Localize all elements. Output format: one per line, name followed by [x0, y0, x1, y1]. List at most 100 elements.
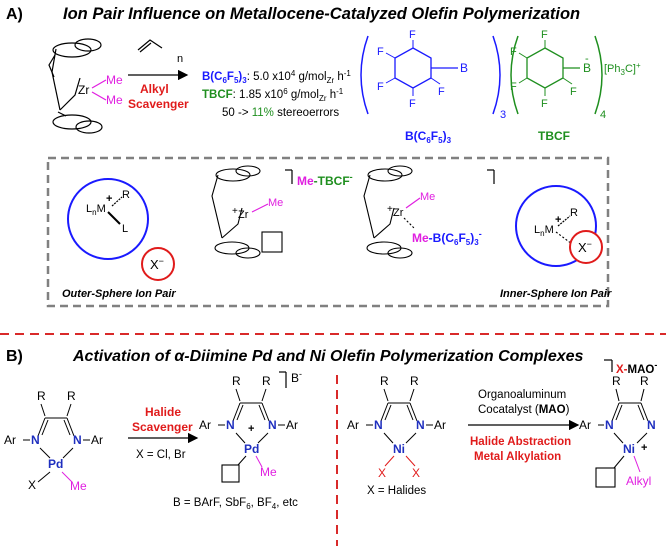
svg-text:F: F	[377, 46, 384, 58]
trityl-cation: [Ph3C]+	[604, 61, 641, 77]
svg-text:F: F	[409, 98, 416, 110]
svg-text:X: X	[412, 466, 420, 480]
outer-sphere-label: Outer-Sphere Ion Pair	[62, 288, 176, 300]
svg-text:Me: Me	[70, 479, 87, 493]
section-a: A) Ion Pair Influence on Metallocene-Cat…	[6, 5, 641, 308]
metallocene-meb-pair: + Zr Me Me-B(C6F5)3-	[363, 165, 495, 259]
svg-text:X−: X−	[150, 256, 164, 272]
bcf-activity: B(C6F5)3: 5.0 x104 g/molZr h-1	[202, 69, 351, 85]
zr-me-bond-1	[91, 79, 107, 89]
inner-sphere-label: Inner-Sphere Ion Pair	[500, 288, 612, 300]
scavenger-label: Scavenger	[128, 97, 189, 111]
svg-text:N: N	[416, 418, 425, 432]
svg-text:N: N	[73, 433, 82, 447]
svg-text:X: X	[28, 478, 36, 492]
svg-text:R: R	[570, 207, 578, 219]
svg-text:Me: Me	[260, 465, 277, 479]
svg-text:X: X	[378, 466, 386, 480]
methyl-1: Me	[106, 73, 123, 87]
svg-text:4: 4	[600, 109, 606, 121]
svg-text:F: F	[409, 29, 416, 41]
svg-text:+: +	[232, 206, 238, 217]
ion-pair-box	[46, 156, 610, 308]
counterion-list: B = BArF, SbF6, BF4, etc	[173, 497, 298, 511]
x-condition: X = Cl, Br	[136, 449, 186, 461]
halide-label: Halide	[145, 405, 181, 419]
svg-text:R: R	[67, 389, 76, 403]
svg-text:N: N	[647, 418, 656, 432]
svg-text:R: R	[612, 374, 621, 388]
svg-text:N: N	[226, 418, 235, 432]
propylene-icon	[137, 39, 163, 51]
svg-text:R: R	[640, 374, 649, 388]
svg-text:Alkyl: Alkyl	[626, 474, 651, 488]
metal-alkylation-label: Metal Alkylation	[474, 451, 561, 463]
bcf-structure: F F F F F B 3 B(C6F5)3	[360, 29, 506, 145]
svg-text:+: +	[387, 204, 393, 215]
svg-text:Me-B(C6F5)3-: Me-B(C6F5)3-	[412, 229, 482, 247]
tbcf-structure: F F F F F B - 4 [Ph3C]+ TBCF	[510, 29, 641, 143]
svg-text:LnM: LnM	[534, 224, 554, 238]
methyl-2: Me	[106, 93, 123, 107]
tbcf-name: TBCF	[538, 129, 570, 143]
svg-text:R: R	[37, 389, 46, 403]
tbcf-activity: TBCF: 1.85 x106 g/molZr h-1	[202, 87, 344, 103]
svg-text:N: N	[268, 418, 277, 432]
ni-cation: R R Ar N N Ni + Alkyl	[579, 359, 656, 488]
svg-text:Ni: Ni	[393, 442, 405, 456]
svg-text:N: N	[374, 418, 383, 432]
svg-text:Ar: Ar	[4, 433, 16, 447]
svg-text:Ar: Ar	[579, 418, 591, 432]
section-a-title: Ion Pair Influence on Metallocene-Cataly…	[63, 5, 580, 23]
svg-text:F: F	[570, 86, 577, 98]
svg-text:Pd: Pd	[48, 457, 63, 471]
svg-text:N: N	[31, 433, 40, 447]
svg-text:L: L	[122, 223, 128, 235]
svg-text:X−: X−	[578, 239, 592, 255]
svg-text:N: N	[605, 418, 614, 432]
svg-text:Zr: Zr	[393, 207, 404, 219]
svg-text:Me: Me	[420, 191, 435, 203]
svg-text:F: F	[541, 29, 548, 41]
svg-text:B-: B-	[291, 369, 302, 385]
cocatalyst-label: Cocatalyst (MAO)	[478, 404, 570, 416]
svg-text:+: +	[555, 214, 561, 226]
svg-text:Pd: Pd	[244, 442, 259, 456]
outer-sphere-ion-pair: LnM + R L X− Outer-Sphere Ion Pair	[62, 178, 176, 300]
svg-text:R: R	[380, 374, 389, 388]
svg-text:F: F	[510, 81, 517, 93]
svg-text:F: F	[438, 86, 445, 98]
svg-text:+: +	[106, 193, 112, 205]
pd-cation: R R Ar N N Ar + Pd Me B-	[199, 369, 302, 483]
svg-text:Ar: Ar	[347, 418, 359, 432]
section-b-title: Activation of α-Diimine Pd and Ni Olefin…	[72, 348, 584, 365]
stereoerror-text: 50 -> 11% stereoerrors	[222, 107, 339, 119]
svg-text:+: +	[641, 442, 647, 454]
zr-atom: Zr	[78, 83, 89, 97]
svg-text:Ar: Ar	[91, 433, 103, 447]
svg-text:Ar: Ar	[199, 418, 211, 432]
svg-text:Ni: Ni	[623, 442, 635, 456]
ni-precursor: R R Ar N N Ar Ni X X X = Halides	[347, 374, 446, 497]
metallocene-tbcf-pair: + Zr Me Me-TBCF-	[211, 165, 353, 259]
svg-text:R: R	[262, 374, 271, 388]
svg-text:R: R	[232, 374, 241, 388]
boron-atom: B	[460, 61, 468, 75]
alkyl-label: Alkyl	[140, 82, 169, 96]
zr-me-bond-2	[91, 91, 107, 101]
section-b-letter: B)	[6, 348, 23, 365]
svg-text:F: F	[510, 46, 517, 58]
svg-text:3: 3	[500, 109, 506, 121]
svg-text:Me-TBCF-: Me-TBCF-	[297, 172, 353, 188]
svg-text:F: F	[541, 98, 548, 110]
inner-sphere-ion-pair: LnM + R X− Inner-Sphere Ion Pair	[500, 185, 612, 300]
halide-abstraction-label: Halide Abstraction	[470, 436, 571, 448]
x-mao-counterion: X-MAO-	[616, 360, 657, 376]
organoaluminum-label: Organoaluminum	[478, 389, 566, 401]
svg-text:R: R	[122, 189, 130, 201]
section-a-letter: A)	[6, 6, 23, 23]
svg-text:R: R	[410, 374, 419, 388]
metallocene-structure	[48, 38, 103, 134]
x-halides: X = Halides	[367, 485, 426, 497]
